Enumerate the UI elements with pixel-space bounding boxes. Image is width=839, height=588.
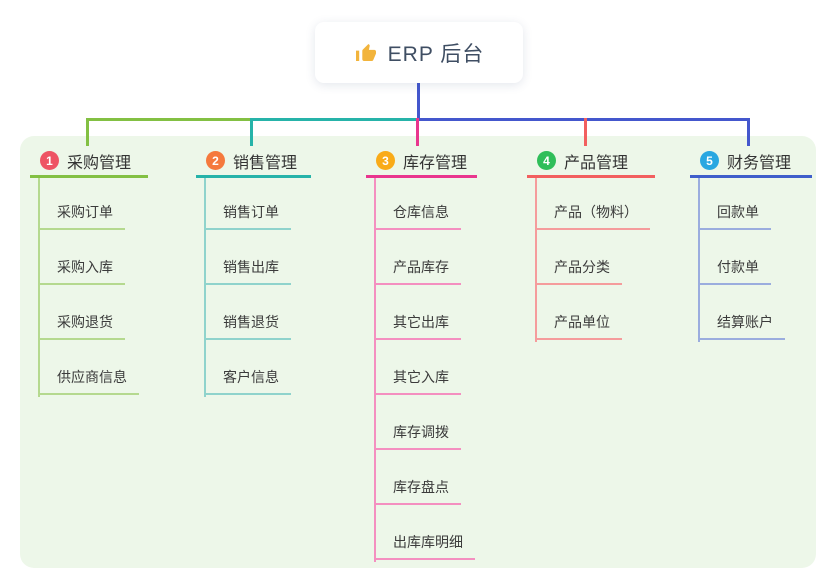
branch-number-badge: 5 xyxy=(700,151,719,170)
connector-drop-branch-5 xyxy=(747,118,750,146)
branch-underline xyxy=(527,175,655,178)
mindmap-node[interactable]: 采购退货 xyxy=(38,313,125,340)
mindmap-node[interactable]: 销售出库 xyxy=(204,258,291,285)
branch-header[interactable]: 5 财务管理 xyxy=(700,149,812,172)
connector-drop-branch-1 xyxy=(86,118,89,146)
mindmap-node[interactable]: 产品库存 xyxy=(374,258,461,285)
branch-underline xyxy=(196,175,311,178)
connector-bus-green xyxy=(86,118,252,121)
mindmap-node[interactable]: 采购订单 xyxy=(38,203,125,230)
branch-label: 销售管理 xyxy=(233,154,298,172)
root-node[interactable]: ERP 后台 xyxy=(315,22,523,83)
mindmap-node[interactable]: 销售订单 xyxy=(204,203,291,230)
branch-header[interactable]: 1 采购管理 xyxy=(40,149,148,172)
mindmap-node[interactable]: 结算账户 xyxy=(698,313,785,340)
branch-child-spine xyxy=(204,178,206,397)
mindmap-node[interactable]: 采购入库 xyxy=(38,258,125,285)
branch-header[interactable]: 2 销售管理 xyxy=(206,149,311,172)
mindmap-node[interactable]: 产品（物料） xyxy=(535,203,650,230)
branch-label: 产品管理 xyxy=(564,154,629,172)
mindmap-node[interactable]: 其它入库 xyxy=(374,368,461,395)
branch-purchase-management: 1 采购管理 采购订单 采购入库 采购退货 供应商信息 xyxy=(30,149,148,397)
mindmap-node[interactable]: 仓库信息 xyxy=(374,203,461,230)
branch-number-badge: 3 xyxy=(376,151,395,170)
mindmap-node[interactable]: 出库库明细 xyxy=(374,533,475,560)
thumbs-up-icon xyxy=(355,43,376,61)
branch-header[interactable]: 3 库存管理 xyxy=(376,149,477,172)
connector-bus-teal xyxy=(252,118,418,121)
mindmap-node[interactable]: 产品分类 xyxy=(535,258,622,285)
branch-child-spine xyxy=(38,178,40,397)
branch-number-badge: 2 xyxy=(206,151,225,170)
mindmap-node[interactable]: 客户信息 xyxy=(204,368,291,395)
mindmap-node[interactable]: 库存盘点 xyxy=(374,478,461,505)
branch-label: 采购管理 xyxy=(67,154,132,172)
connector-drop-branch-2 xyxy=(250,118,253,146)
branch-child-spine xyxy=(698,178,700,342)
branch-number-badge: 4 xyxy=(537,151,556,170)
branch-label: 库存管理 xyxy=(403,154,468,172)
branch-label: 财务管理 xyxy=(727,154,792,172)
connector-drop-branch-3 xyxy=(416,118,419,146)
branch-inventory-management: 3 库存管理 仓库信息 产品库存 其它出库 其它入库 库存调拨 库存盘点 出库库… xyxy=(366,149,477,562)
mindmap-node[interactable]: 回款单 xyxy=(698,203,771,230)
mindmap-node[interactable]: 销售退货 xyxy=(204,313,291,340)
mindmap-node[interactable]: 产品单位 xyxy=(535,313,622,340)
connector-root-drop xyxy=(417,83,420,118)
branch-number-badge: 1 xyxy=(40,151,59,170)
mindmap-node[interactable]: 供应商信息 xyxy=(38,368,139,395)
root-node-label: ERP 后台 xyxy=(387,42,485,66)
branch-product-management: 4 产品管理 产品（物料） 产品分类 产品单位 xyxy=(527,149,655,342)
branch-underline xyxy=(30,175,148,178)
mindmap-node[interactable]: 库存调拨 xyxy=(374,423,461,450)
mindmap-node[interactable]: 付款单 xyxy=(698,258,771,285)
branch-child-spine xyxy=(374,178,376,562)
branch-child-spine xyxy=(535,178,537,342)
branch-header[interactable]: 4 产品管理 xyxy=(537,149,655,172)
branch-sales-management: 2 销售管理 销售订单 销售出库 销售退货 客户信息 xyxy=(196,149,311,397)
branch-underline xyxy=(690,175,812,178)
branches-panel-background xyxy=(20,136,816,568)
branch-underline xyxy=(366,175,477,178)
branch-finance-management: 5 财务管理 回款单 付款单 结算账户 xyxy=(690,149,812,342)
connector-bus-blue xyxy=(417,118,750,121)
connector-drop-branch-4 xyxy=(584,118,587,146)
mindmap-node[interactable]: 其它出库 xyxy=(374,313,461,340)
